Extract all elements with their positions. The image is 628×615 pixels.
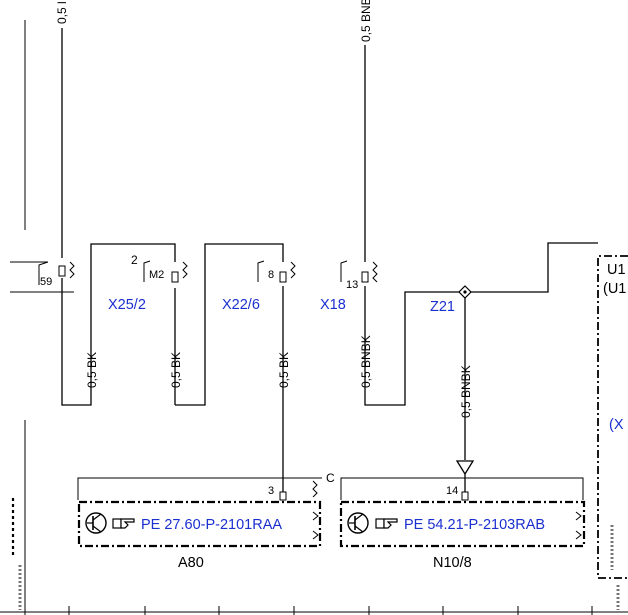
wire-label-top-bnbk: 0,5 BNBK [359,0,373,42]
module-group-c-label: C [326,471,335,485]
module-bracket: C [77,471,584,500]
wire-label-bk-1: 0,5 BK [85,352,99,388]
connector-59[interactable]: 59 [38,261,75,288]
left-edge-marks [11,20,26,615]
module-n10-8-reference-link[interactable]: PE 54.21-P-2103RAB [404,517,545,533]
module-a80-reference-link[interactable]: PE 27.60-P-2101RAA [141,517,282,533]
connector-x22-6[interactable]: 8 X22/6 [222,260,296,313]
transistor-icon [347,512,369,534]
connector-x25-2-label: X25/2 [108,297,146,313]
connector-x18[interactable]: 13 X18 [320,260,378,313]
wire-label-bk-2: 0,5 BK [169,352,183,388]
module-n10-8-pin: 14 [446,485,458,497]
wire-label-bk-3: 0,5 BK [277,352,291,388]
module-u1-partial: U1 (U1 (X [597,255,628,610]
bottom-ruler [0,606,628,615]
module-n10-8[interactable]: 14 PE 54.21-P-2103RAB N10/8 [339,485,586,571]
wire-label-bnbk-2: 0,5 BNBK [459,365,473,418]
wire-label-top-left: 0,5 l [55,1,69,24]
connector-x22-6-pin: 8 [268,269,274,281]
connector-x22-6-label: X22/6 [222,297,260,313]
wire-layer [10,28,598,492]
connector-x25-2-pin: M2 [149,269,164,281]
connector-x18-label: X18 [320,297,346,313]
splice-z21[interactable]: Z21 [430,285,472,315]
module-a80-label: A80 [178,555,204,571]
module-u1-sublabel: (U1 [603,281,626,297]
wire-labels: 0,5 l 0,5 BNBK 0,5 BK 0,5 BK 0,5 BK 0,5 … [55,0,473,418]
splice-z21-label: Z21 [430,299,455,315]
connector-x18-pin: 13 [346,279,358,291]
module-a80[interactable]: 3 PE 27.60-P-2101RAA A80 [77,480,322,571]
pointing-hand-icon [112,518,135,529]
connector-x25-2[interactable]: 2 M2 X25/2 [108,253,188,313]
wire-label-bnbk-1: 0,5 BNBK [359,335,373,388]
module-u1-label: U1 [607,262,626,278]
module-n10-8-label: N10/8 [433,555,472,571]
module-x-partial-label: (X [609,417,624,433]
pointing-hand-icon [375,518,398,529]
transistor-icon [85,512,107,534]
module-a80-pin: 3 [268,485,274,497]
connector-x25-2-number: 2 [131,253,138,267]
connector-59-pin: 59 [40,276,52,288]
